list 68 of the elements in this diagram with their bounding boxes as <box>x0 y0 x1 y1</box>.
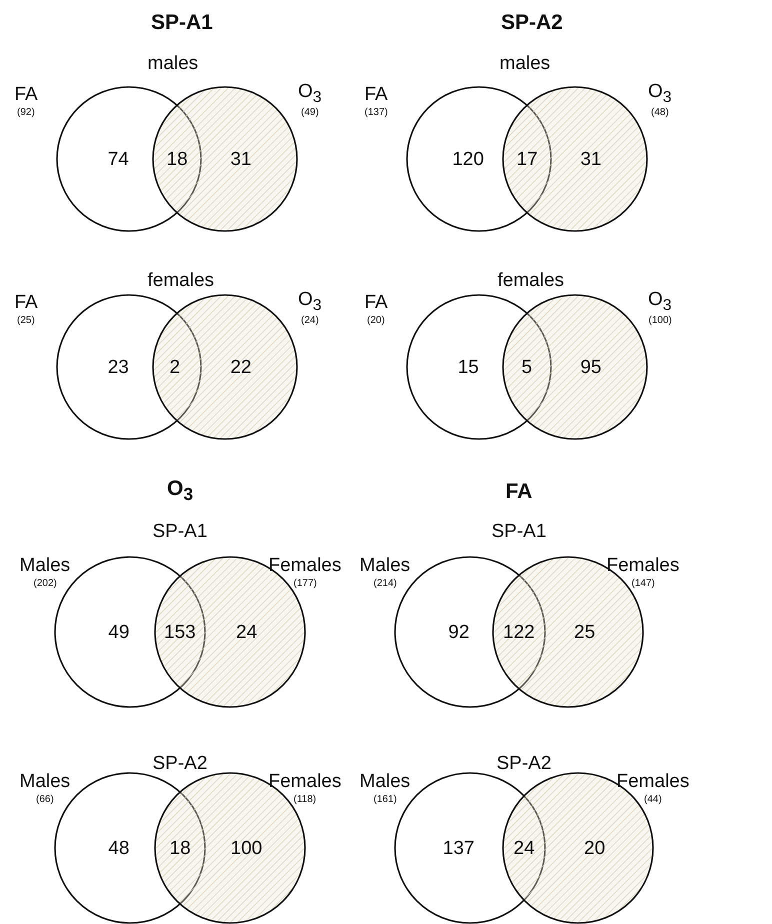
set-size: (100) <box>648 316 672 326</box>
set-size: (44) <box>644 795 662 805</box>
subtitle: females <box>148 270 214 290</box>
count: 31 <box>580 150 602 168</box>
subtitle: SP-A1 <box>152 522 208 540</box>
overlap-count: 122 <box>503 622 535 642</box>
set-name: FA <box>364 292 388 312</box>
set-size: (92) <box>17 108 35 118</box>
count: 48 <box>108 838 130 858</box>
subtitle: SP-A2 <box>152 754 208 772</box>
count: 20 <box>584 838 606 858</box>
overlap-count: 24 <box>514 838 535 858</box>
count: 15 <box>458 358 479 376</box>
subtitle: males <box>148 54 198 72</box>
set-name: Females <box>616 772 690 790</box>
set-name: Males <box>20 556 70 574</box>
count: 24 <box>236 622 258 642</box>
set-name: FA <box>14 292 38 312</box>
set-name: Males <box>20 772 70 790</box>
set-name: Females <box>268 772 342 790</box>
count: 100 <box>230 838 262 858</box>
overlap-count: 17 <box>516 150 538 168</box>
set-name: Males <box>360 772 410 790</box>
overlap-count: 153 <box>164 622 196 642</box>
subtitle: females <box>498 270 564 290</box>
set-name: Females <box>606 556 680 574</box>
set-name: O$_{3}$ <box>648 290 672 314</box>
subtitle: SP-A1 <box>492 522 546 540</box>
set-size: (24) <box>301 316 319 326</box>
overlap-count: 18 <box>170 838 191 858</box>
set-size: (25) <box>17 316 35 326</box>
count: 23 <box>108 358 129 376</box>
count: 49 <box>108 622 130 642</box>
overlap-count: 18 <box>166 150 188 168</box>
set-size: (48) <box>651 108 669 118</box>
count: 95 <box>580 358 602 376</box>
set-name: O$_{3}$ <box>298 82 322 106</box>
count: 25 <box>574 622 596 642</box>
set-size: (118) <box>294 795 316 805</box>
overlap-count: 2 <box>170 358 180 376</box>
subtitle: males <box>500 54 550 72</box>
count: 137 <box>442 838 474 858</box>
count: 92 <box>448 622 470 642</box>
set-name: Males <box>360 556 410 574</box>
subtitle: SP-A2 <box>496 754 552 772</box>
set-name: Females <box>268 556 342 574</box>
overlap-count: 5 <box>522 358 532 376</box>
set-size: (177) <box>294 579 317 589</box>
set-name: O$_{3}$ <box>648 82 672 106</box>
set-size: (137) <box>364 108 388 118</box>
panel-title: FA <box>506 480 532 502</box>
count: 74 <box>108 150 129 168</box>
set-name: FA <box>364 84 388 104</box>
set-size: (66) <box>36 795 54 805</box>
count: 120 <box>452 150 484 168</box>
set-size: (214) <box>374 579 397 589</box>
set-size: (202) <box>34 579 57 589</box>
set-size: (147) <box>632 579 655 589</box>
count: 31 <box>230 150 252 168</box>
set-size: (49) <box>301 108 319 118</box>
set-size: (161) <box>374 795 397 805</box>
panel-title: SP-A2 <box>501 12 563 32</box>
set-size: (20) <box>367 316 385 326</box>
set-name: O$_{3}$ <box>298 290 322 314</box>
panel-title: SP-A1 <box>151 12 213 32</box>
count: 22 <box>230 358 252 376</box>
set-name: FA <box>14 84 38 104</box>
panel-title: O$_{3}$ <box>167 478 194 504</box>
